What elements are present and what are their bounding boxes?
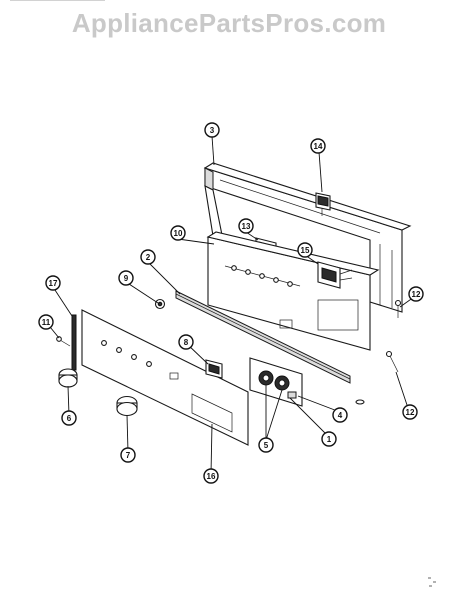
control-knob-right	[116, 395, 138, 417]
callout-17: 17	[45, 275, 61, 291]
svg-text:16: 16	[207, 472, 216, 481]
callout-12-lower: 12	[402, 404, 418, 420]
svg-text:15: 15	[301, 246, 310, 255]
svg-text:9: 9	[124, 274, 129, 283]
clip-washer	[355, 399, 365, 405]
callout-2: 2	[140, 249, 156, 265]
svg-text:2: 2	[146, 253, 151, 262]
callout-14: 14	[310, 138, 326, 154]
svg-text:4: 4	[338, 411, 343, 420]
callout-9: 9	[118, 270, 134, 286]
svg-text:6: 6	[67, 414, 72, 423]
leader-lines	[45, 135, 415, 475]
rocker-switch	[315, 192, 331, 216]
front-control-panel	[81, 309, 249, 446]
svg-text:8: 8	[184, 338, 189, 347]
svg-text:14: 14	[314, 142, 323, 151]
indicator-rod	[71, 314, 77, 371]
header-rule	[10, 0, 105, 1]
callout-13: 13	[238, 218, 254, 234]
control-assembly	[249, 357, 303, 407]
svg-text:10: 10	[174, 229, 183, 238]
svg-text:1: 1	[327, 435, 332, 444]
callout-16: 16	[203, 468, 219, 484]
callout-10: 10	[170, 225, 186, 241]
callout-12-upper: 12	[408, 286, 424, 302]
infinite-switch	[317, 261, 353, 289]
mounting-screw-upper	[394, 299, 402, 318]
callout-6: 6	[61, 410, 77, 426]
scan-marks	[428, 577, 436, 587]
watermark-text: AppliancePartsPros.com	[71, 8, 387, 38]
svg-text:3: 3	[210, 126, 215, 135]
svg-text:17: 17	[49, 279, 58, 288]
control-knob-left	[58, 368, 78, 388]
mounting-screw-lower	[385, 350, 399, 373]
callout-4: 4	[332, 407, 348, 423]
callout-5: 5	[258, 437, 274, 453]
svg-text:5: 5	[264, 441, 269, 450]
panel-screw	[56, 336, 71, 347]
svg-text:11: 11	[42, 318, 51, 327]
callout-7: 7	[120, 447, 136, 463]
hex-nut	[154, 298, 166, 310]
callout-1: 1	[321, 431, 337, 447]
selector-switch	[205, 359, 223, 379]
svg-text:12: 12	[406, 408, 415, 417]
svg-text:13: 13	[242, 222, 251, 231]
control-panel-bracket	[206, 231, 380, 351]
callout-15: 15	[297, 242, 313, 258]
svg-text:12: 12	[412, 290, 421, 299]
callout-11: 11	[38, 314, 54, 330]
svg-text:7: 7	[126, 451, 131, 460]
trim-rail	[175, 290, 351, 384]
callout-3: 3	[204, 122, 220, 138]
callout-8: 8	[178, 334, 194, 350]
